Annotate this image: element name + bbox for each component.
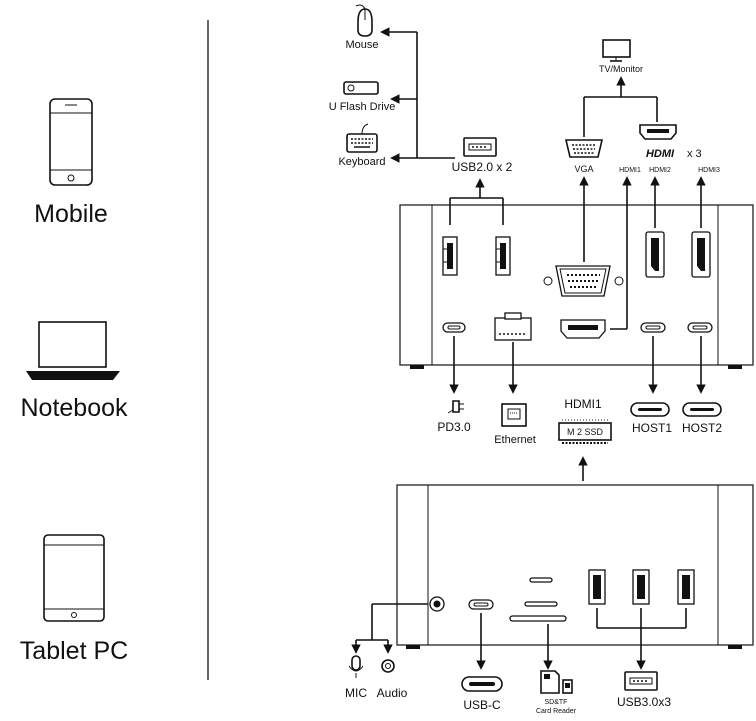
ssd-label: M 2 SSD bbox=[567, 427, 604, 437]
upper-usb-a-port-2 bbox=[495, 236, 511, 276]
upper-unit-bottom-connection-lines bbox=[449, 336, 706, 481]
card-reader-output: SD&TF Card Reader bbox=[536, 670, 577, 715]
vga-connector: VGA bbox=[564, 139, 604, 174]
usb-a-port-icon bbox=[463, 137, 497, 157]
lower-usb3-port-3 bbox=[677, 569, 695, 605]
hdmi2-top-label: HDMI2 bbox=[649, 167, 671, 174]
tablet-icon bbox=[43, 534, 105, 622]
monitor-icon bbox=[602, 39, 631, 62]
upper-host1-port bbox=[640, 322, 666, 333]
usbc-label: USB-C bbox=[463, 698, 501, 712]
upper-vga-port bbox=[543, 265, 624, 297]
hdmi-logo: HDMI bbox=[646, 148, 675, 160]
card-reader-label-line2: Card Reader bbox=[536, 708, 577, 715]
upper-host2-port bbox=[687, 322, 713, 333]
ethernet-label: Ethernet bbox=[494, 434, 536, 446]
hdmi1-top-label: HDMI1 bbox=[619, 167, 641, 174]
usb-c-plug-icon bbox=[682, 402, 722, 417]
mobile-phone-icon bbox=[49, 98, 93, 186]
usbc-output: USB-C bbox=[461, 676, 503, 712]
card-reader-label-line1: SD&TF bbox=[545, 699, 568, 706]
upper-hdmi2-port bbox=[645, 231, 665, 278]
headphone-jack-icon bbox=[381, 659, 395, 673]
host1-label: HOST1 bbox=[632, 421, 672, 435]
hdmi-count-label: x 3 bbox=[687, 148, 702, 160]
keyboard-icon bbox=[346, 123, 378, 153]
lower-dock-unit bbox=[396, 484, 754, 649]
usb2-label: USB2.0 x 2 bbox=[452, 160, 513, 174]
audio-label: Audio bbox=[377, 686, 408, 700]
ethernet-jack-icon bbox=[501, 403, 527, 427]
flash-drive-icon bbox=[343, 81, 379, 95]
tablet-label: Tablet PC bbox=[20, 637, 128, 665]
hdmi-cable-icon bbox=[639, 124, 677, 140]
m2-ssd: M 2 SSD bbox=[558, 419, 612, 444]
tv-monitor-label: TV/Monitor bbox=[599, 64, 643, 74]
usb3-label: USB3.0x3 bbox=[617, 695, 671, 709]
lower-usb3-port-2 bbox=[632, 569, 650, 605]
hdmi-connector: HDMI x 3 bbox=[639, 124, 702, 160]
upper-ethernet-port bbox=[494, 312, 532, 341]
display-connection-lines bbox=[583, 76, 658, 137]
flash-drive-label: U Flash Drive bbox=[329, 101, 396, 113]
mouse-icon bbox=[355, 4, 373, 37]
keyboard-label: Keyboard bbox=[338, 156, 385, 168]
upper-hdmi3-port bbox=[691, 231, 711, 278]
lower-audio-jack bbox=[429, 596, 445, 612]
usb-a-port-icon bbox=[624, 671, 658, 691]
ssd-card-icon bbox=[558, 419, 612, 444]
mouse-label: Mouse bbox=[345, 39, 378, 51]
vga-label: VGA bbox=[574, 164, 593, 174]
sd-card-icon bbox=[540, 670, 573, 694]
keyboard-peripheral: Keyboard bbox=[338, 123, 386, 168]
mouse-peripheral: Mouse bbox=[345, 4, 379, 51]
pd-label: PD3.0 bbox=[437, 420, 471, 434]
ethernet-output: Ethernet bbox=[494, 403, 536, 446]
hdmi1-label: HDMI1 bbox=[564, 397, 602, 411]
lower-usbc-port bbox=[468, 599, 494, 610]
mic-output: MIC bbox=[345, 655, 367, 700]
mic-label: MIC bbox=[345, 686, 367, 700]
host2-label: HOST2 bbox=[682, 421, 722, 435]
usb2-peripheral-bracket bbox=[380, 27, 455, 163]
lower-unit-connection-lines bbox=[351, 603, 687, 670]
mobile-device: Mobile bbox=[34, 98, 108, 228]
host1-output: HOST1 bbox=[630, 402, 672, 435]
upper-unit-top-connection-lines bbox=[449, 176, 706, 330]
usb3-output: USB3.0x3 bbox=[617, 671, 671, 709]
upper-pd-usbc-port bbox=[442, 322, 466, 333]
flash-drive-peripheral: U Flash Drive bbox=[329, 81, 396, 113]
notebook-device: Notebook bbox=[20, 321, 128, 422]
pd-output: PD3.0 bbox=[437, 400, 471, 434]
laptop-icon bbox=[26, 321, 120, 380]
mobile-label: Mobile bbox=[34, 200, 108, 228]
usb-c-plug-icon bbox=[461, 676, 503, 692]
upper-usb-a-port-1 bbox=[442, 236, 458, 276]
audio-output: Audio bbox=[377, 659, 408, 700]
tablet-device: Tablet PC bbox=[20, 534, 128, 665]
upper-hdmi1-port bbox=[560, 319, 606, 339]
tv-monitor: TV/Monitor bbox=[599, 39, 643, 74]
usb2-port-group: USB2.0 x 2 bbox=[452, 137, 513, 174]
usb-c-plug-icon bbox=[630, 402, 670, 417]
microphone-icon bbox=[348, 655, 364, 678]
power-plug-icon bbox=[447, 400, 464, 414]
upper-dock-unit bbox=[399, 204, 754, 369]
lower-usb3-port-1 bbox=[588, 569, 606, 605]
vga-icon bbox=[564, 139, 604, 158]
hdmi3-top-label: HDMI3 bbox=[698, 167, 720, 174]
host2-output: HOST2 bbox=[682, 402, 722, 435]
lower-card-slots bbox=[509, 577, 567, 622]
notebook-label: Notebook bbox=[20, 394, 128, 422]
